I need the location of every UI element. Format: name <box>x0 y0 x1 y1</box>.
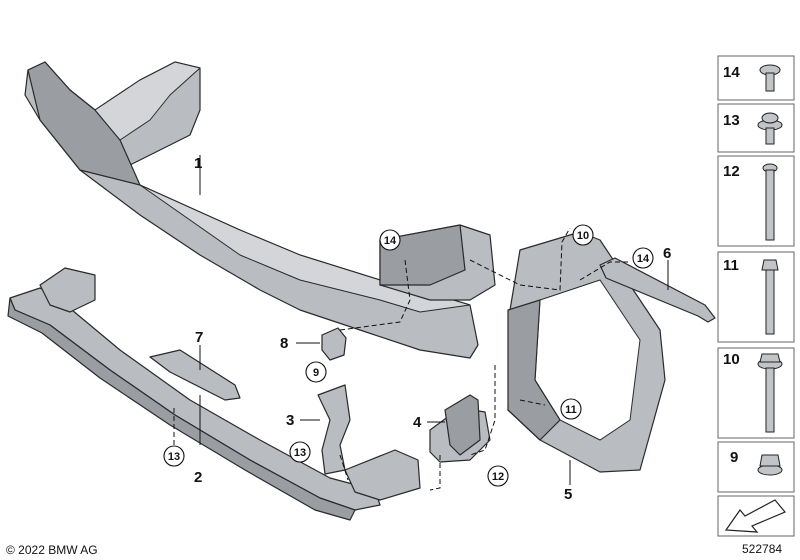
callout-5: 5 <box>564 486 572 503</box>
svg-text:9: 9 <box>730 449 738 466</box>
callout-4: 4 <box>413 414 422 431</box>
fastener-12[interactable]: 12 <box>717 155 795 247</box>
bolt-washer-icon <box>757 112 783 145</box>
callout-circle-11: 11 <box>560 398 582 420</box>
callout-2: 2 <box>194 469 202 486</box>
strut-bar[interactable] <box>599 257 716 323</box>
svg-text:11: 11 <box>723 257 739 274</box>
lower-bumper-beam[interactable] <box>7 267 421 521</box>
svg-text:14: 14 <box>637 253 650 265</box>
bolt-flange-icon <box>761 259 779 335</box>
fastener-9[interactable]: 9 <box>717 441 795 493</box>
clip-8[interactable] <box>296 327 347 361</box>
fastener-14[interactable]: 14 <box>717 55 795 101</box>
mounting-plate[interactable] <box>149 345 241 401</box>
svg-text:11: 11 <box>565 404 577 416</box>
bolt-short-icon <box>759 64 781 92</box>
callout-circle-14-left: 14 <box>379 229 401 251</box>
callout-3: 3 <box>286 412 294 429</box>
svg-text:10: 10 <box>577 230 589 242</box>
callout-circle-9: 9 <box>305 361 327 383</box>
callout-1: 1 <box>194 155 202 172</box>
nut-flange-icon <box>757 454 783 476</box>
svg-text:10: 10 <box>723 351 740 368</box>
fastener-13[interactable]: 13 <box>717 103 795 153</box>
fastener-panel: 14 13 12 11 <box>717 55 795 537</box>
svg-text:12: 12 <box>723 163 740 180</box>
copyright-text: © 2022 BMW AG <box>6 543 98 557</box>
fastener-10[interactable]: 10 <box>717 347 795 439</box>
callout-8: 8 <box>280 335 288 352</box>
callout-circle-13-right: 13 <box>289 441 311 463</box>
callout-6: 6 <box>663 245 671 262</box>
mounting-bracket-4[interactable] <box>427 394 491 463</box>
bolt-long-icon <box>762 163 778 241</box>
svg-text:13: 13 <box>723 112 740 129</box>
callout-circle-13-left: 13 <box>163 445 185 467</box>
callout-7: 7 <box>195 329 203 346</box>
diagram-id: 522784 <box>742 542 782 556</box>
svg-text:13: 13 <box>168 451 180 463</box>
svg-text:12: 12 <box>492 471 504 483</box>
svg-text:14: 14 <box>384 235 397 247</box>
support-bracket-3[interactable] <box>300 384 351 475</box>
bumper-carrier-beam[interactable] <box>24 61 496 359</box>
svg-text:9: 9 <box>313 367 319 379</box>
callout-circle-12: 12 <box>487 465 509 487</box>
callout-circle-14-right: 14 <box>632 247 654 269</box>
direction-arrow-icon <box>724 499 786 533</box>
direction-arrow-box <box>717 495 795 537</box>
svg-text:13: 13 <box>294 447 306 459</box>
fastener-11[interactable]: 11 <box>717 251 795 343</box>
svg-text:14: 14 <box>723 64 740 81</box>
bolt-hex-icon <box>757 353 783 433</box>
radiator-support-frame[interactable] <box>507 231 666 485</box>
assembly-lines <box>339 227 630 491</box>
callout-circle-10: 10 <box>572 224 594 246</box>
